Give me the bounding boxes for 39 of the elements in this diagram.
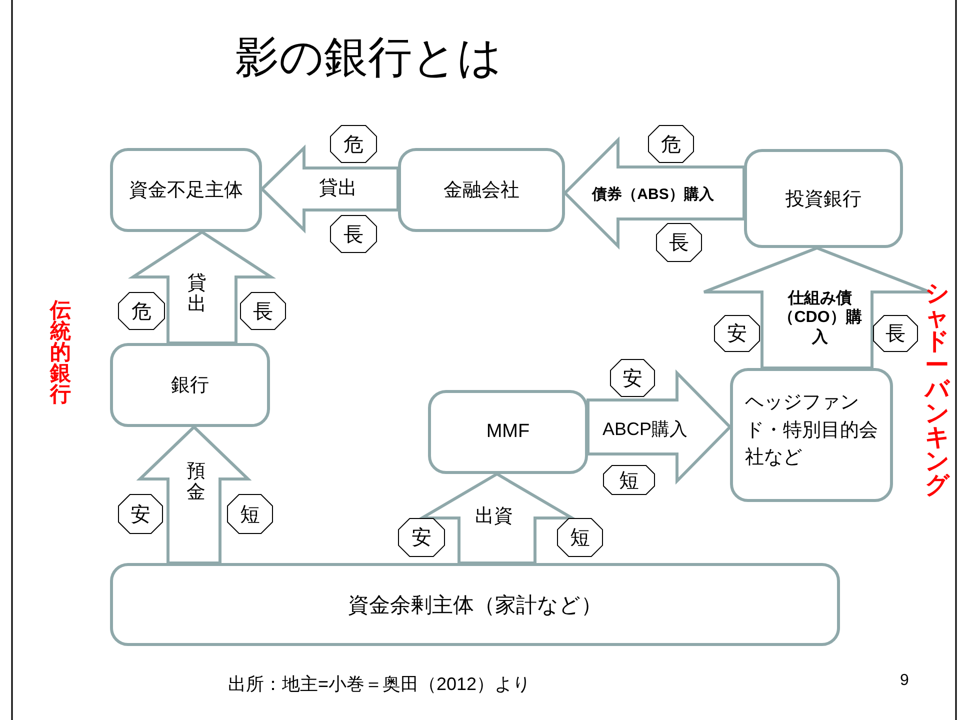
octagon-tag: 長: [240, 292, 286, 330]
block-arrow: [136, 424, 252, 564]
entity-box: ヘッジファンド・特別目的会社など: [730, 368, 893, 502]
octagon-tag: 短: [557, 518, 603, 557]
block-arrow: [128, 230, 276, 344]
arrow-label: 出資: [474, 506, 514, 528]
octagon-tag: 安: [398, 518, 445, 557]
arrow-label: 債券（ABS）購入: [590, 186, 715, 204]
side-label: シャドーバンキング: [925, 282, 949, 498]
block-arrow: [586, 369, 732, 485]
arrow-label: 貸出: [188, 274, 206, 316]
block-arrow: [562, 136, 746, 250]
octagon-tag: 安: [714, 315, 760, 352]
entity-box: 資金余剰主体（家計など）: [110, 563, 840, 646]
octagon-tag: 危: [118, 292, 165, 330]
block-arrow: [260, 144, 400, 234]
octagon-tag: 危: [330, 125, 377, 163]
entity-box: 金融会社: [398, 148, 565, 232]
octagon-tag: 危: [648, 125, 694, 163]
octagon-tag: 安: [118, 494, 163, 534]
octagon-tag: 安: [610, 359, 655, 397]
source-note: 出所：地主=小巻＝奥田（2012）より: [228, 673, 531, 696]
octagon-tag: 長: [330, 215, 377, 253]
arrow-label: ABCP購入: [601, 419, 689, 441]
entity-box: MMF: [428, 390, 588, 474]
arrow-label: 貸出: [318, 178, 358, 200]
octagon-tag: 長: [656, 223, 702, 262]
octagon-tag: 短: [603, 465, 655, 495]
block-arrow: [702, 246, 932, 370]
side-label: 伝統的銀行: [50, 300, 71, 405]
arrow-label: 預金: [186, 462, 206, 504]
octagon-tag: 短: [227, 494, 273, 534]
arrow-label: 仕組み債（CDO）購入: [778, 289, 862, 347]
octagon-tag: 長: [873, 315, 918, 352]
entity-box: 銀行: [110, 343, 270, 427]
entity-box: 資金不足主体: [110, 148, 262, 232]
page-number: 9: [900, 672, 909, 690]
slide-title: 影の銀行とは: [235, 32, 502, 84]
entity-box: 投資銀行: [744, 149, 903, 248]
